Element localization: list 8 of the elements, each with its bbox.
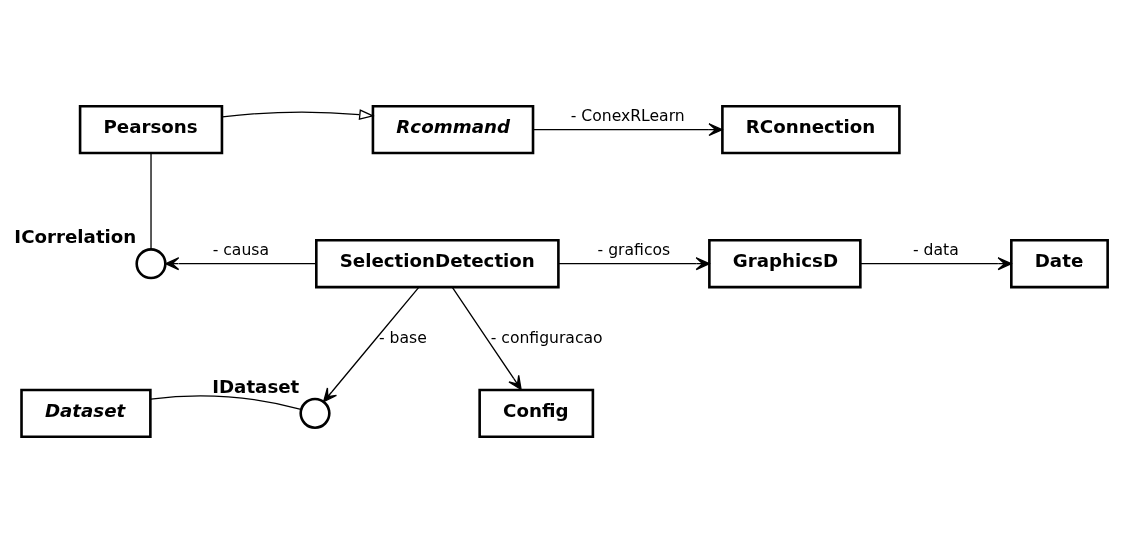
node-label: IDataset: [212, 375, 300, 397]
node-label: ICorrelation: [14, 226, 137, 248]
edge-label: - base: [378, 328, 427, 347]
edge-label: - causa: [212, 241, 269, 260]
edge-label: - configuracao: [490, 328, 603, 347]
edge-label: - ConexRLearn: [570, 107, 685, 126]
edge-label: - graficos: [597, 241, 671, 260]
edge-label: - data: [912, 241, 959, 260]
